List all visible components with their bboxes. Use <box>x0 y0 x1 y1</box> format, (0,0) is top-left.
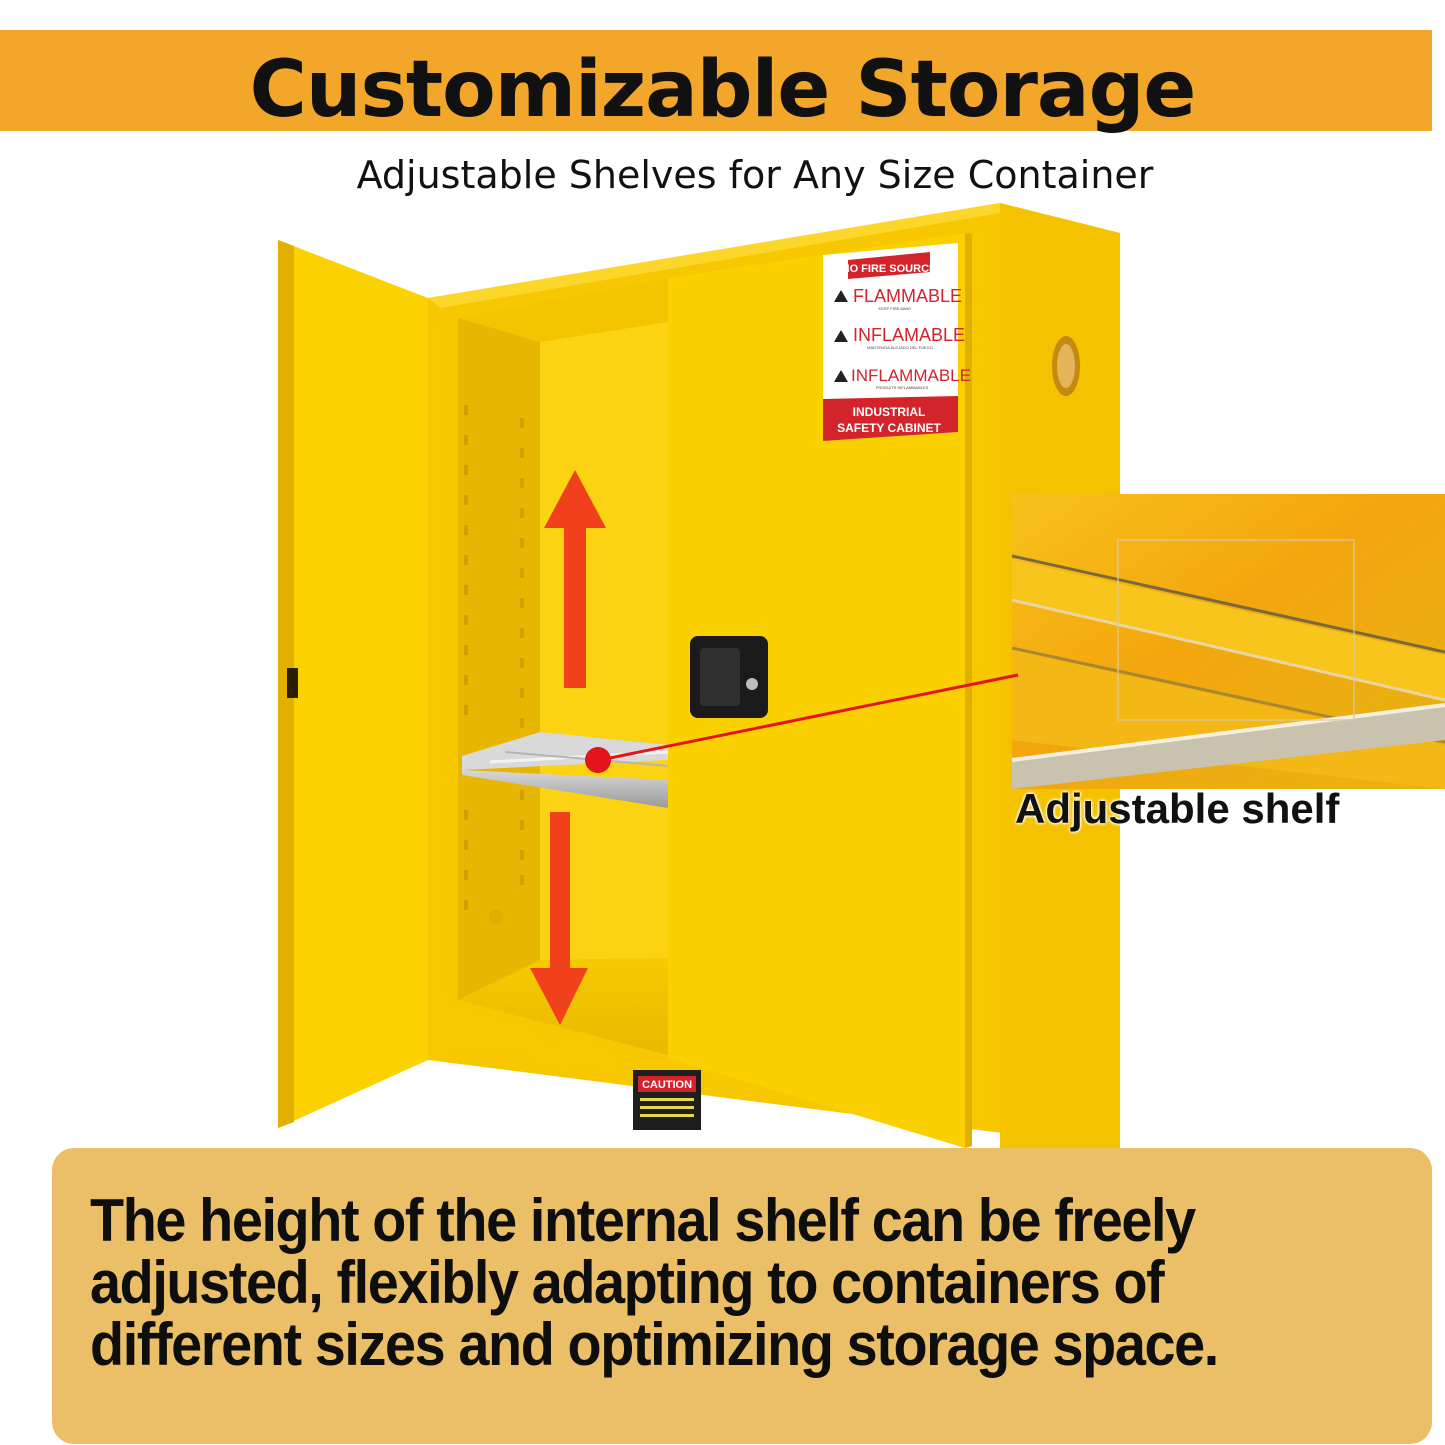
arrow-down-icon <box>530 812 588 1025</box>
fire-warning-icon <box>834 330 848 342</box>
header-banner <box>0 30 1432 131</box>
label-line1: FLAMMABLE <box>853 286 962 306</box>
label-bottom-line2: SAFETY CABINET <box>837 421 941 435</box>
label-line1-small: KEEP FIRE AWAY <box>879 306 912 311</box>
page-title: Customizable Storage <box>249 45 1197 135</box>
caution-label: CAUTION <box>633 1070 701 1130</box>
shelf-zoom-panel <box>1011 494 1445 789</box>
description-text: The height of the internal shelf can be … <box>90 1187 1219 1378</box>
label-line3: INFLAMMABLE <box>851 366 971 385</box>
caution-heading: CAUTION <box>642 1079 692 1091</box>
left-door <box>278 240 428 1128</box>
right-door <box>668 233 1080 1148</box>
vent-icon <box>489 910 503 924</box>
description-box: The height of the internal shelf can be … <box>52 1148 1432 1444</box>
label-line2: INFLAMABLE <box>853 325 965 345</box>
shelf-peg-holes <box>464 405 524 910</box>
adjustable-shelf-label: Adjustable shelf <box>1015 785 1340 832</box>
label-top-banner: NO FIRE SOURCE <box>842 263 937 275</box>
arrow-up-icon <box>544 470 606 688</box>
flammable-warning-label: NO FIRE SOURCE FLAMMABLE KEEP FIRE AWAY … <box>823 243 971 441</box>
label-line2-small: MANTENGA ALEJADO DEL FUEGO <box>867 345 933 350</box>
callout-line <box>599 673 1019 762</box>
page-subtitle: Adjustable Shelves for Any Size Containe… <box>356 153 1154 197</box>
fire-warning-icon <box>834 370 848 382</box>
label-line3-small: PRODUITS INFLAMMABLES <box>876 385 929 390</box>
lock-icon <box>746 678 758 690</box>
callout-dot <box>585 747 611 773</box>
fire-warning-icon <box>834 290 848 302</box>
label-bottom-line1: INDUSTRIAL <box>853 405 926 419</box>
